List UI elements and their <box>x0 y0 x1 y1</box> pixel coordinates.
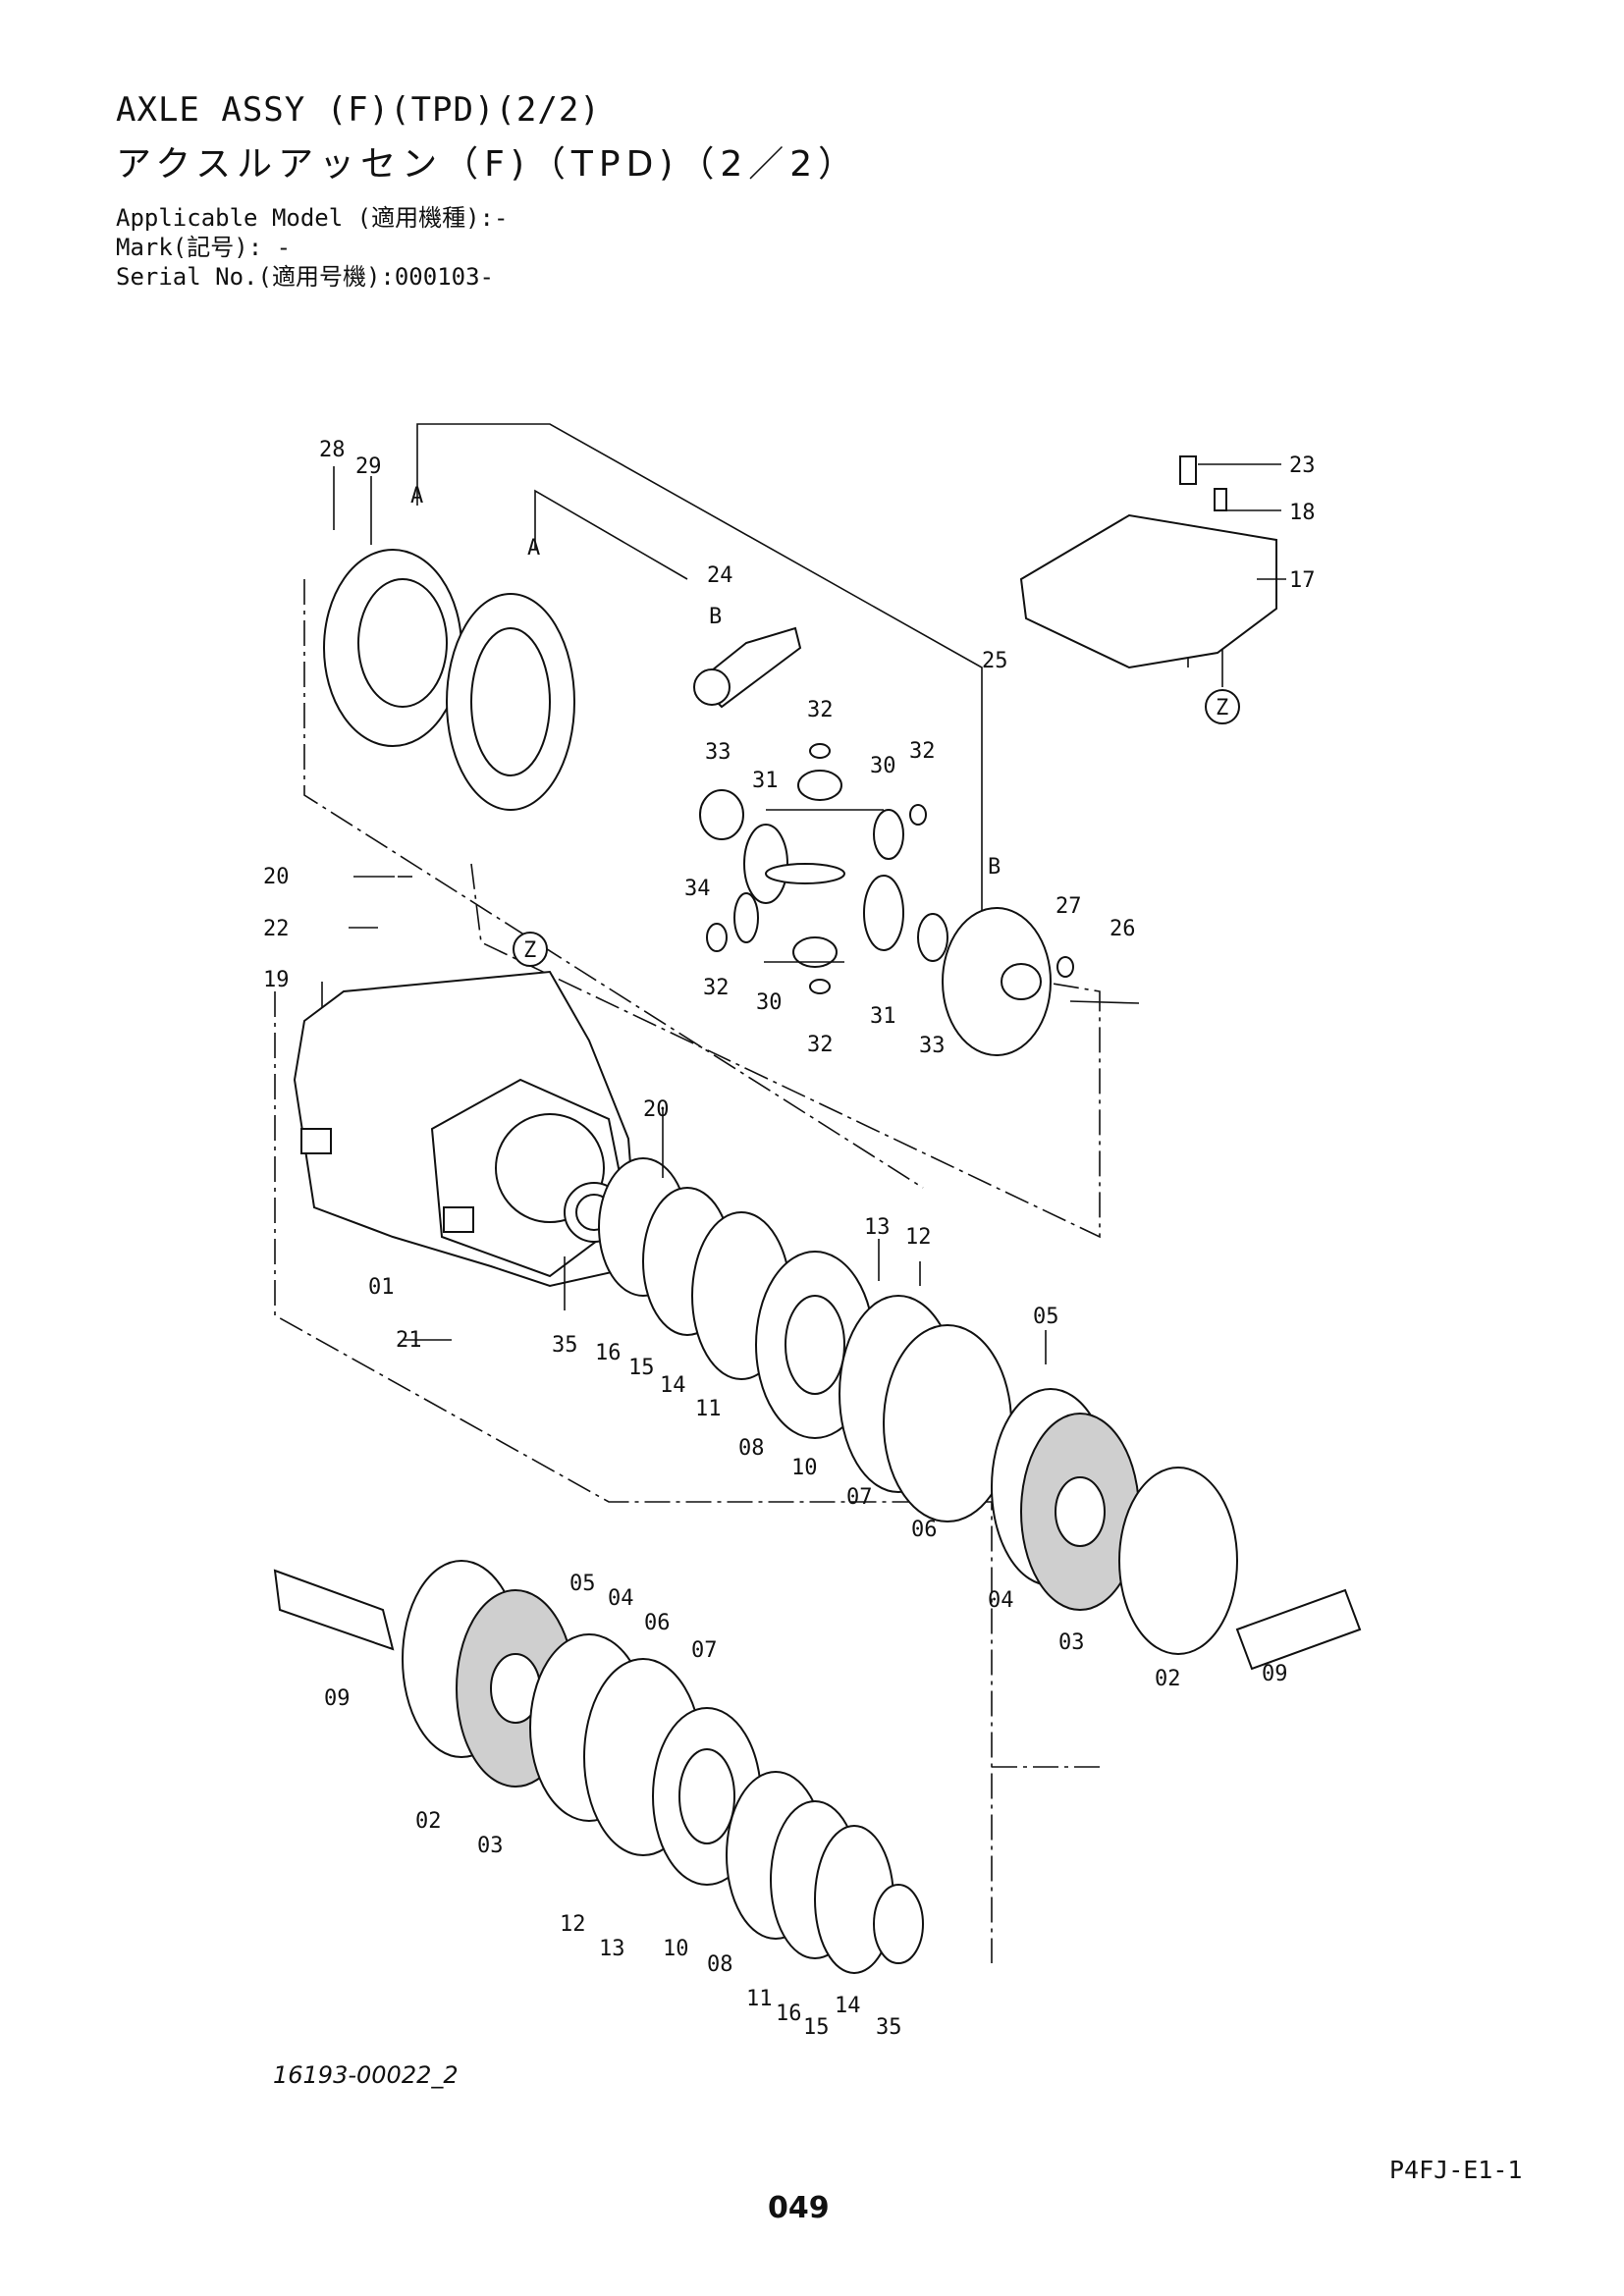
callout-21: 21 <box>396 1328 422 1353</box>
callout-01: 01 <box>368 1275 395 1300</box>
applicable-model-label: Applicable Model (適用機種): <box>116 204 494 232</box>
callout-05-lower: 05 <box>569 1572 596 1596</box>
callout-06-upper: 06 <box>911 1518 938 1542</box>
page-title-english: AXLE ASSY (F)(TPD)(2/2) <box>116 90 601 130</box>
axle-housing <box>293 970 640 1288</box>
applicable-model-line: Applicable Model (適用機種):- <box>116 198 508 233</box>
callout-35-lower: 35 <box>876 2015 902 2040</box>
leader-lines <box>333 463 1286 1364</box>
ref-marker-b-lower: B <box>988 855 1001 880</box>
reference-markers: A A B B Z Z <box>410 484 1240 967</box>
callout-08-lower: 08 <box>707 1952 733 1977</box>
callout-20-top: 20 <box>263 865 290 889</box>
page-title-japanese: アクスルアッセン（F)（TPD)（2／2） <box>116 144 860 185</box>
callout-31-top: 31 <box>752 769 779 793</box>
brake-pack-left <box>273 1560 924 1974</box>
differential-case <box>942 907 1140 1056</box>
callout-02-lower: 02 <box>415 1809 442 1834</box>
page-number: 049 <box>768 2191 830 2225</box>
callout-06-lower: 06 <box>644 1611 671 1635</box>
mark-line: Mark(記号): - <box>116 228 291 262</box>
page-code: P4FJ-E1-1 <box>1389 2156 1523 2184</box>
callout-29: 29 <box>355 454 382 479</box>
callout-33-left: 33 <box>705 740 731 765</box>
callout-11-lower: 11 <box>746 1987 773 2011</box>
ref-marker-z-upper: Z <box>1216 696 1228 721</box>
callout-31-lower: 31 <box>870 1004 896 1029</box>
callout-19: 19 <box>263 968 290 992</box>
callout-33-lower: 33 <box>919 1034 946 1058</box>
callout-10-upper: 10 <box>791 1456 818 1480</box>
callout-23: 23 <box>1289 454 1316 478</box>
callout-11-upper: 11 <box>695 1397 722 1421</box>
callout-10-lower: 10 <box>663 1937 689 1961</box>
serial-line: Serial No.(適用号機):000103- <box>116 257 494 292</box>
assembly-guide-lines <box>274 423 1223 1963</box>
callout-02-upper: 02 <box>1155 1667 1181 1691</box>
ref-marker-b-upper: B <box>709 605 722 629</box>
callout-16-lower: 16 <box>776 2002 802 2026</box>
callout-13-lower: 13 <box>599 1937 625 1961</box>
callout-08-upper: 08 <box>738 1436 765 1461</box>
differential-gears <box>699 743 948 994</box>
callout-16-upper: 16 <box>595 1341 622 1365</box>
part-callouts: 28 29 24 23 18 17 25 32 33 31 30 32 20 2… <box>263 438 1316 2040</box>
callout-22: 22 <box>263 917 290 941</box>
cover-plate <box>1019 455 1277 669</box>
callout-14-lower: 14 <box>835 1994 861 2018</box>
callout-03-lower: 03 <box>477 1834 504 1858</box>
callout-30-top: 30 <box>870 754 896 778</box>
callout-17: 17 <box>1289 568 1316 593</box>
callout-32-lower-left: 32 <box>703 976 730 1000</box>
callout-05-upper: 05 <box>1033 1305 1059 1329</box>
callout-15-lower: 15 <box>803 2015 830 2040</box>
callout-12-lower: 12 <box>560 1912 586 1937</box>
callout-35-upper: 35 <box>552 1333 578 1358</box>
callout-27: 27 <box>1056 894 1082 919</box>
callout-20-lower: 20 <box>643 1097 670 1122</box>
callout-34: 34 <box>684 877 711 901</box>
callout-30-lower: 30 <box>756 990 783 1015</box>
callout-26: 26 <box>1110 917 1136 941</box>
mark-value: - <box>276 234 292 261</box>
callout-07-lower: 07 <box>691 1638 718 1663</box>
callout-03-upper: 03 <box>1058 1630 1085 1655</box>
callout-04-lower: 04 <box>608 1586 634 1611</box>
drive-pinion <box>693 626 802 709</box>
serial-value: 000103- <box>394 263 494 291</box>
callout-32-bottom: 32 <box>807 1033 834 1057</box>
drawing-id: 16193-00022_2 <box>273 2061 459 2089</box>
callout-12-upper: 12 <box>905 1225 932 1250</box>
brake-pack-right <box>598 1157 1362 1671</box>
callout-07-upper: 07 <box>846 1485 873 1510</box>
ref-marker-z-circle-lower <box>513 932 548 967</box>
applicable-model-value: - <box>493 204 509 232</box>
ref-marker-a-upper: A <box>410 484 423 508</box>
ref-marker-a-lower: A <box>527 536 540 561</box>
callout-09-right: 09 <box>1262 1662 1288 1686</box>
ring-gear-case <box>323 549 575 811</box>
callout-13-upper: 13 <box>864 1215 891 1240</box>
ref-marker-z-circle-upper <box>1205 689 1240 724</box>
callout-14-upper: 14 <box>660 1373 686 1398</box>
callout-25: 25 <box>982 649 1008 673</box>
callout-32-right: 32 <box>909 739 936 764</box>
callout-24: 24 <box>707 563 733 588</box>
callout-18: 18 <box>1289 501 1316 525</box>
callout-15-upper: 15 <box>628 1356 655 1380</box>
serial-label: Serial No.(適用号機): <box>116 263 395 291</box>
ref-marker-z-lower: Z <box>523 938 536 963</box>
mark-label: Mark(記号): <box>116 234 263 261</box>
callout-09-left: 09 <box>324 1686 351 1711</box>
callout-28: 28 <box>319 438 346 462</box>
callout-04-upper: 04 <box>988 1588 1014 1613</box>
callout-32-top: 32 <box>807 698 834 722</box>
